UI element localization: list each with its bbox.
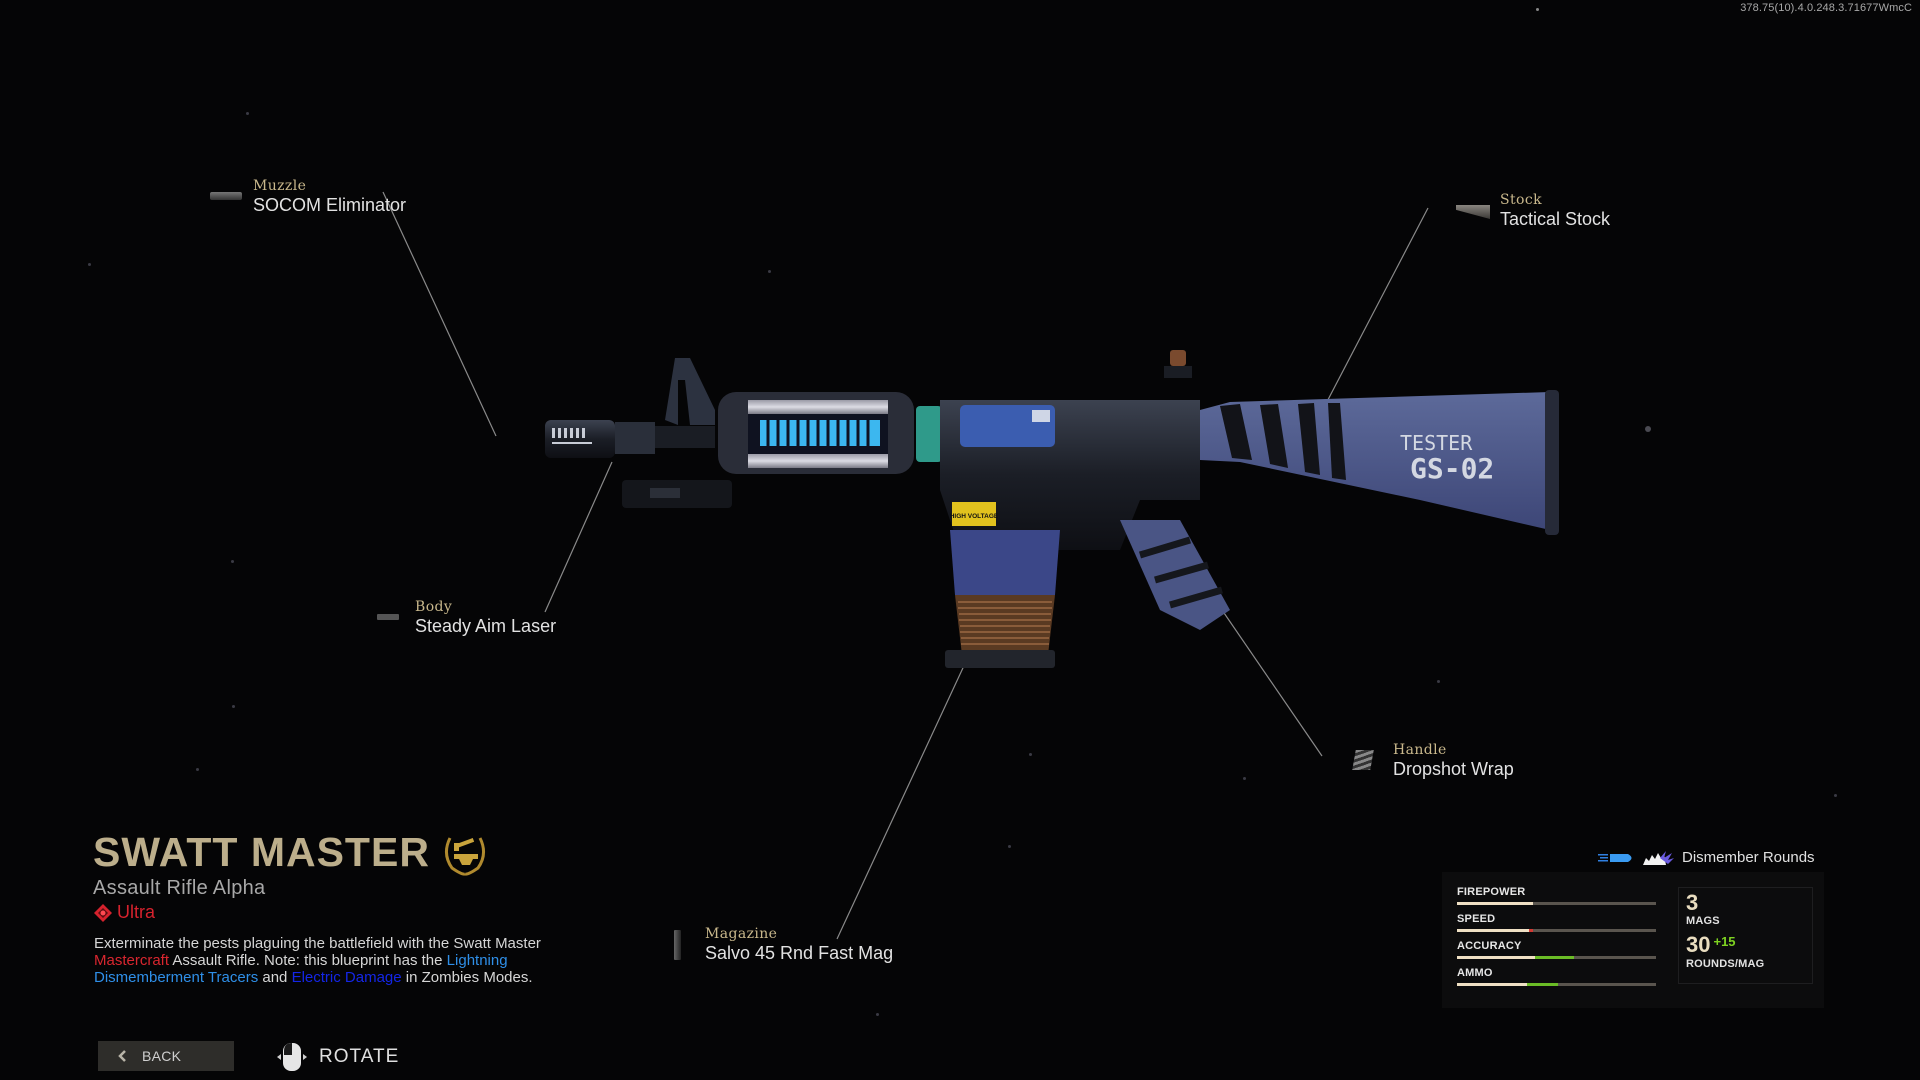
attachment-name: Dropshot Wrap bbox=[1393, 759, 1514, 779]
rounds-label: ROUNDS/MAG bbox=[1686, 958, 1765, 970]
description-text: Assault Rifle. Note: this blueprint has … bbox=[169, 952, 447, 970]
stat-speed: SPEED bbox=[1457, 913, 1656, 932]
electric-damage-highlight: Electric Damage bbox=[291, 969, 402, 987]
front-sight-model bbox=[665, 358, 715, 425]
attachment-slot-label: Body bbox=[415, 599, 453, 615]
weapon-class: Assault Rifle Alpha bbox=[93, 877, 266, 899]
attachment-stock[interactable]: Stock Tactical Stock bbox=[1500, 192, 1610, 230]
mastercraft-highlight: Mastercraft bbox=[94, 952, 170, 970]
tracers-highlight: Lightning Dismemberment Tracers bbox=[94, 952, 508, 987]
dust-particle bbox=[88, 263, 91, 266]
muzzle-attachment-icon bbox=[210, 192, 242, 200]
stat-accuracy: ACCURACY bbox=[1457, 940, 1656, 959]
description-text: Exterminate the pests plaguing the battl… bbox=[94, 935, 541, 952]
dust-particle bbox=[768, 270, 771, 273]
weapon-stats-panel: FIREPOWER SPEED ACCURACY AMMO 3 MAGS 30+… bbox=[1442, 872, 1824, 1008]
description-text: and bbox=[258, 969, 292, 987]
high-voltage-sticker: HIGH VOLTAGE bbox=[950, 502, 999, 526]
stat-bar bbox=[1457, 929, 1656, 932]
dust-particle bbox=[246, 112, 249, 115]
muzzle-model bbox=[545, 420, 655, 458]
description-text: in Zombies Modes. bbox=[401, 969, 533, 987]
stat-bar bbox=[1457, 902, 1656, 905]
bullet-icon bbox=[1598, 853, 1632, 862]
handguard-coil-model bbox=[718, 392, 914, 474]
back-button[interactable]: BACK bbox=[98, 1041, 234, 1071]
attachment-magazine[interactable]: Magazine Salvo 45 Rnd Fast Mag bbox=[705, 926, 893, 964]
magazine-model bbox=[945, 530, 1060, 668]
mouse-icon bbox=[277, 1043, 307, 1071]
attachment-handle[interactable]: Handle Dropshot Wrap bbox=[1393, 742, 1514, 780]
stat-increase-fill bbox=[1534, 956, 1575, 959]
rarity-badge: Ultra bbox=[93, 902, 490, 923]
grip-wrap-attachment-icon bbox=[1352, 750, 1374, 770]
dust-particle bbox=[1645, 426, 1651, 432]
back-label: BACK bbox=[142, 1048, 182, 1064]
attachment-name: Salvo 45 Rnd Fast Mag bbox=[705, 943, 894, 963]
dust-particle bbox=[1437, 680, 1440, 683]
rotate-control[interactable]: ROTATE bbox=[275, 1040, 399, 1074]
splatter-icon bbox=[1643, 850, 1674, 865]
stat-label: AMMO bbox=[1457, 967, 1493, 979]
attachment-slot-label: Stock bbox=[1500, 192, 1542, 208]
attachment-name: SOCOM Eliminator bbox=[253, 195, 407, 215]
svg-text:HIGH VOLTAGE: HIGH VOLTAGE bbox=[950, 513, 999, 520]
dust-particle bbox=[196, 768, 199, 771]
magazine-attachment-icon bbox=[674, 930, 681, 960]
dust-particle bbox=[231, 560, 234, 563]
magazine-info: 3 MAGS 30+15 ROUNDS/MAG bbox=[1678, 887, 1813, 984]
attachment-muzzle[interactable]: Muzzle SOCOM Eliminator bbox=[253, 178, 406, 216]
dust-particle bbox=[232, 705, 235, 708]
dust-particle bbox=[876, 1013, 879, 1016]
ultra-rarity-icon bbox=[94, 903, 112, 922]
stat-label: ACCURACY bbox=[1457, 940, 1522, 952]
stat-base-fill bbox=[1457, 902, 1533, 905]
build-version-text: 378.75(10).4.0.248.3.71677WmcC bbox=[1740, 2, 1912, 14]
attachment-name: Tactical Stock bbox=[1500, 209, 1611, 229]
stat-bar bbox=[1457, 956, 1656, 959]
laser-attachment-icon bbox=[377, 614, 399, 620]
chevron-left-icon bbox=[118, 1050, 126, 1062]
muzzle-leader-line bbox=[382, 191, 497, 437]
stat-label: FIREPOWER bbox=[1457, 886, 1526, 898]
attachment-slot-label: Muzzle bbox=[253, 178, 307, 194]
weapon-preview-model[interactable]: HIGH VOLTAGE TESTER GS-02 bbox=[540, 350, 1560, 680]
rotate-label: ROTATE bbox=[319, 1046, 400, 1067]
dust-particle bbox=[1029, 753, 1032, 756]
rarity-label: Ultra bbox=[117, 902, 156, 922]
weapon-title: SWATT MASTER bbox=[93, 829, 430, 875]
stock-model: TESTER GS-02 bbox=[1200, 390, 1559, 535]
battery-pack-model bbox=[960, 405, 1055, 447]
weapon-info: SWATT MASTER Assault Rifle Alpha Ultra bbox=[93, 828, 490, 923]
ammo-type: Dismember Rounds bbox=[1598, 849, 1815, 866]
mags-count: 3 bbox=[1686, 890, 1699, 915]
dust-particle bbox=[1243, 777, 1246, 780]
weapon-description: Exterminate the pests plaguing the battl… bbox=[94, 935, 584, 987]
stat-decrease-fill bbox=[1528, 929, 1533, 932]
dust-particle bbox=[1008, 845, 1011, 848]
mastercraft-anvil-icon bbox=[444, 837, 485, 876]
stat-ammo: AMMO bbox=[1457, 967, 1656, 986]
magazine-leader-line bbox=[836, 641, 976, 940]
stat-label: SPEED bbox=[1457, 913, 1496, 925]
stock-attachment-icon bbox=[1456, 205, 1490, 219]
attachment-slot-label: Handle bbox=[1393, 742, 1447, 758]
stat-firepower: FIREPOWER bbox=[1457, 886, 1656, 905]
svg-text:GS-02: GS-02 bbox=[1410, 452, 1494, 485]
stat-base-fill bbox=[1457, 956, 1535, 959]
dust-particle bbox=[1536, 8, 1539, 11]
attachment-slot-label: Magazine bbox=[705, 926, 778, 942]
stat-base-fill bbox=[1457, 983, 1527, 986]
rounds-count: 30 bbox=[1686, 932, 1711, 957]
ammo-type-label: Dismember Rounds bbox=[1682, 849, 1815, 866]
attachment-body[interactable]: Body Steady Aim Laser bbox=[415, 599, 556, 637]
attachment-name: Steady Aim Laser bbox=[415, 616, 557, 636]
stat-increase-fill bbox=[1526, 983, 1559, 986]
stat-base-fill bbox=[1457, 929, 1529, 932]
svg-text:TESTER: TESTER bbox=[1400, 431, 1473, 455]
dust-particle bbox=[1834, 794, 1837, 797]
rounds-bonus: +15 bbox=[1713, 934, 1736, 949]
stat-bar bbox=[1457, 983, 1656, 986]
mags-label: MAGS bbox=[1686, 915, 1720, 927]
